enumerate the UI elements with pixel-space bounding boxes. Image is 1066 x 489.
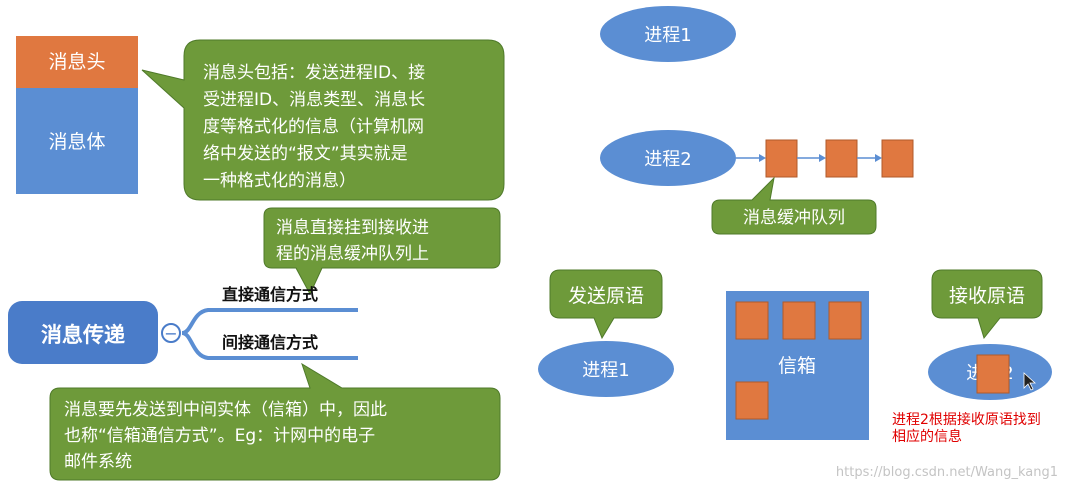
mindmap-root-node[interactable] <box>8 301 158 364</box>
message-header-label: 消息头 <box>48 51 105 73</box>
annotation-line-1: 进程2根据接收原语找到 <box>892 411 1041 428</box>
callout-shape <box>931 269 1043 340</box>
received-message <box>976 354 1010 394</box>
receive-annotation: 进程2根据接收原语找到 相应的信息 <box>892 411 1041 445</box>
header-desc-line-4: 络中发送的“报文”其实就是 <box>203 144 408 164</box>
process-2-bottom: 进程2 <box>928 344 1052 400</box>
process-ellipse <box>600 6 736 62</box>
process-2-queue: 进程2 <box>600 130 914 186</box>
mailbox-message-2 <box>782 301 816 340</box>
send-primitive-callout: 发送原语 <box>549 269 663 340</box>
mindmap: 消息传递 − 直接通信方式 间接通信方式 <box>8 285 358 364</box>
watermark: https://blog.csdn.net/Wang_kang1 <box>836 465 1058 480</box>
indirect-desc-callout: 消息要先发送到中间实体（信箱）中，因此 也称“信箱通信方式”。Eg：计网中的电子… <box>49 362 501 481</box>
mailbox-message-4 <box>735 381 769 420</box>
process-label: 进程2 <box>644 149 691 170</box>
mailbox-label: 信箱 <box>778 355 816 377</box>
message-structure: 消息头 消息体 <box>16 36 138 194</box>
recv-primitive-label: 接收原语 <box>949 285 1025 307</box>
indirect-desc-line-1: 消息要先发送到中间实体（信箱）中，因此 <box>64 400 387 420</box>
process-1-bottom: 进程1 <box>538 341 674 397</box>
callout-shape <box>549 269 663 340</box>
mindmap-branch-direct[interactable]: 直接通信方式 <box>222 285 318 304</box>
arrowhead <box>759 154 766 162</box>
mindmap-branch-indirect[interactable]: 间接通信方式 <box>222 333 318 352</box>
indirect-desc-line-2: 也称“信箱通信方式”。Eg：计网中的电子 <box>64 426 375 446</box>
header-desc-line-3: 度等格式化的信息（计算机网 <box>203 117 424 137</box>
cursor-icon <box>1023 372 1037 391</box>
arrowhead <box>875 154 882 162</box>
process-label: 进程1 <box>644 25 691 46</box>
send-primitive-label: 发送原语 <box>568 285 644 307</box>
callout-shape <box>141 39 505 201</box>
direct-desc-callout: 消息直接挂到接收进 程的消息缓冲队列上 <box>263 207 501 296</box>
message-header-box <box>16 36 138 88</box>
mindmap-root-label: 消息传递 <box>41 323 125 347</box>
annotation-line-2: 相应的信息 <box>892 428 962 445</box>
header-desc-line-2: 受进程ID、消息类型、消息长 <box>203 90 425 110</box>
buffer-queue-label: 消息缓冲队列 <box>743 208 845 228</box>
process-label: 进程1 <box>582 360 629 381</box>
header-desc-callout: 消息头包括：发送进程ID、接 受进程ID、消息类型、消息长 度等格式化的信息（计… <box>141 39 505 201</box>
collapse-toggle[interactable] <box>161 323 181 343</box>
mailbox-message-1 <box>735 301 769 340</box>
arrowhead <box>819 154 826 162</box>
queue-message-1 <box>765 139 798 178</box>
message-body-box <box>16 88 138 194</box>
queue-message-2 <box>825 139 858 178</box>
queue-message-3 <box>881 139 914 178</box>
callout-shape <box>263 207 501 296</box>
process-1-top: 进程1 <box>600 6 736 62</box>
mindmap-connector <box>181 308 358 360</box>
process-ellipse <box>600 130 736 186</box>
message-body-label: 消息体 <box>48 131 105 153</box>
indirect-desc-line-3: 邮件系统 <box>64 452 132 472</box>
recv-primitive-callout: 接收原语 <box>931 269 1043 340</box>
mailbox: 信箱 <box>726 291 869 440</box>
direct-desc-line-1: 消息直接挂到接收进 <box>276 218 429 238</box>
collapse-icon: − <box>164 324 177 343</box>
header-desc-line-1: 消息头包括：发送进程ID、接 <box>203 63 425 83</box>
callout-shape <box>49 362 501 481</box>
buffer-queue-callout: 消息缓冲队列 <box>711 176 877 235</box>
process-ellipse <box>538 341 674 397</box>
header-desc-line-5: 一种格式化的消息） <box>203 171 356 191</box>
direct-desc-line-2: 程的消息缓冲队列上 <box>276 244 429 264</box>
mailbox-message-3 <box>828 301 862 340</box>
callout-shape <box>711 176 877 235</box>
